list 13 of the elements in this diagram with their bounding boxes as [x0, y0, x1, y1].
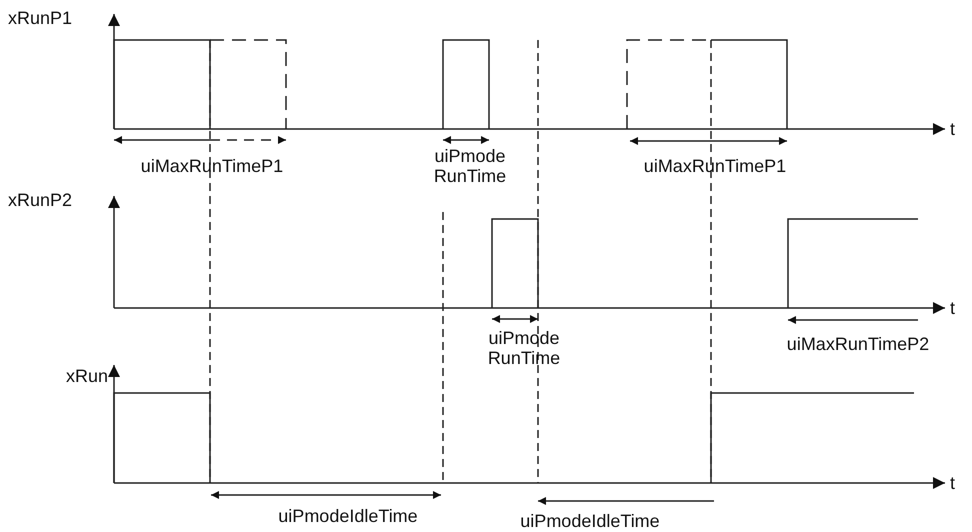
dimension-label: uiPmode RunTime	[432, 146, 508, 186]
dimension-label: uiPmode RunTime	[486, 328, 562, 368]
signal-name: xRunP2	[8, 190, 72, 210]
signal-name: xRun	[66, 366, 108, 386]
dimension-label: uiMaxRunTimeP1	[140, 156, 284, 176]
dimension-label: uiMaxRunTimeP1	[644, 156, 786, 176]
axis-label: t	[950, 298, 956, 318]
dimension-label: uiMaxRunTimeP2	[786, 334, 930, 354]
axis-label: t	[950, 473, 956, 493]
signal-name: xRunP1	[8, 8, 72, 28]
dimension-label: uiPmodeIdleTime	[520, 511, 660, 531]
axis-label: t	[950, 119, 956, 139]
dimension-label: uiPmodeIdleTime	[278, 506, 418, 526]
